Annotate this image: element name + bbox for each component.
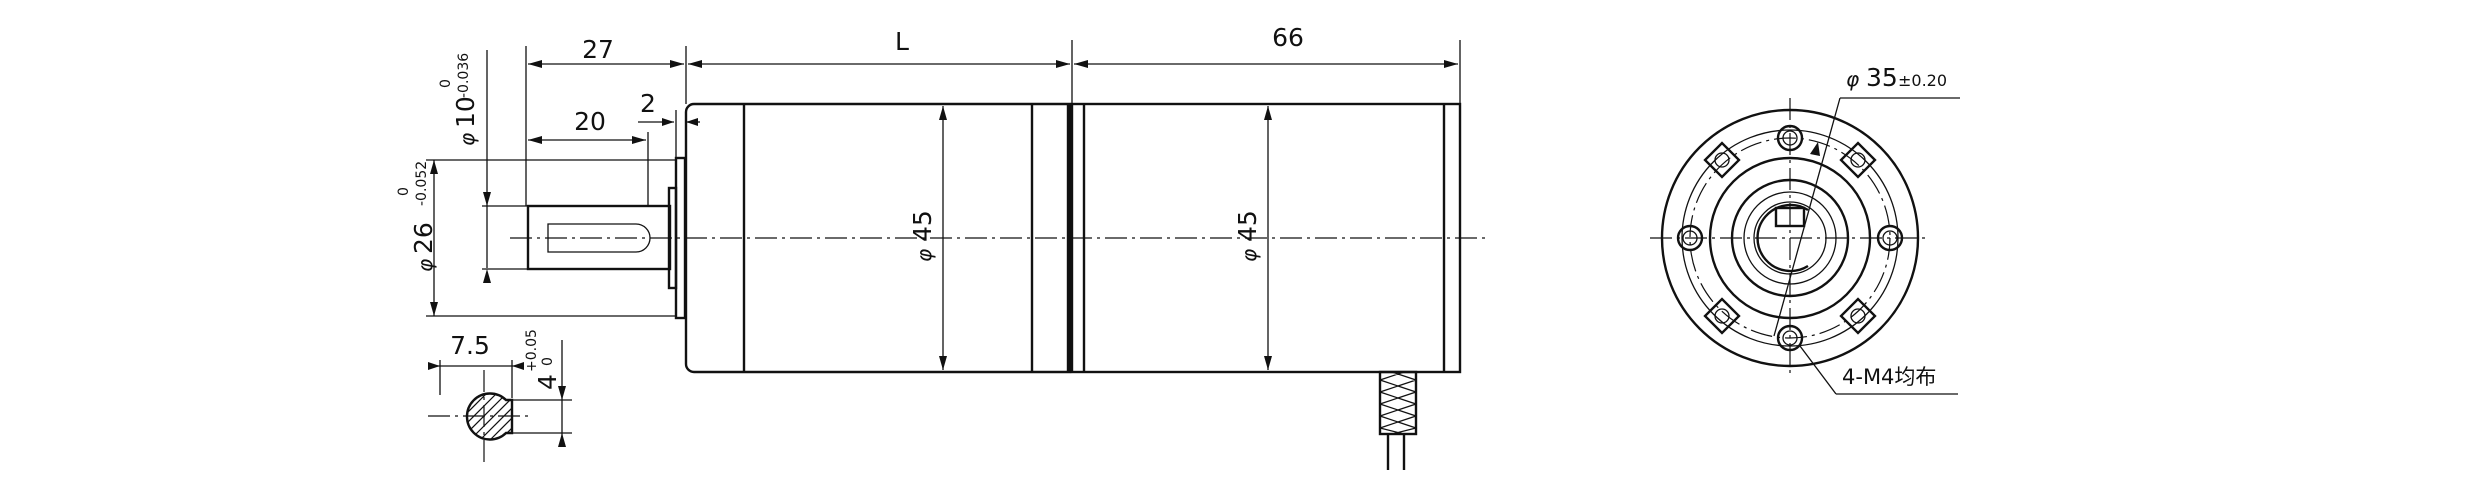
screw-heads — [1703, 141, 1877, 335]
dim-gearbox-length: 66 — [1074, 23, 1461, 104]
dim-pitch-circle-symbol: φ — [1846, 67, 1859, 91]
dim-pitch-circle: φ 35 ±0.20 — [1773, 63, 1960, 337]
section-hatching — [466, 393, 512, 440]
dim-shaft-diameter: φ 10 0 -0.036 — [438, 50, 528, 283]
dim-holes-note: 4-M4均布 — [1799, 345, 1958, 395]
dim-shaft-diameter-tol-upper: 0 — [438, 79, 454, 88]
dim-key-depth-tol-lower: 0 — [540, 357, 556, 366]
dim-flat-length-label: 20 — [574, 107, 606, 136]
mounting-holes — [1676, 124, 1904, 352]
dim-flat-length: 20 — [528, 107, 649, 206]
dim-boss-length: 2 — [638, 89, 700, 188]
dim-shaft-length: 27 — [525, 35, 687, 206]
gearbox-body — [684, 102, 1072, 374]
shaft-section-view: 7.5 4 +0.05 0 — [428, 329, 572, 464]
dim-boss-diameter-tol-lower: -0.052 — [414, 161, 430, 206]
end-shaft-key — [1774, 206, 1806, 228]
dim-boss-diameter-value: 26 — [409, 222, 438, 254]
end-shaft-outline — [1756, 203, 1809, 273]
dim-key-depth-value: 4 — [533, 374, 562, 390]
dim-shaft-length-label: 27 — [582, 35, 614, 64]
side-view: 27 L 66 20 — [396, 23, 1490, 470]
dim-boss-length-label: 2 — [640, 89, 656, 118]
motor-cable — [1378, 370, 1418, 470]
pitch-circle — [1689, 137, 1891, 339]
dim-pitch-circle-tol: ±0.20 — [1898, 71, 1947, 90]
dim-gearbox-length-label: 66 — [1272, 23, 1304, 52]
end-view: φ 35 ±0.20 4-M4均布 — [1650, 63, 1960, 395]
dim-shaft-diameter-symbol: φ — [455, 133, 479, 146]
dim-gearbox-diameter-value: 45 — [1233, 210, 1262, 242]
dim-motor-diameter-symbol: φ — [912, 249, 936, 262]
dim-key-depth: 4 +0.05 0 — [512, 329, 572, 447]
dim-boss-diameter-symbol: φ — [413, 259, 437, 272]
dim-gearbox-diameter-symbol: φ — [1237, 249, 1261, 262]
dim-pitch-circle-value: 35 — [1866, 63, 1898, 92]
outer-housing-circle — [1660, 108, 1920, 368]
dim-key-width: 7.5 — [428, 331, 524, 398]
dim-body-length-label: L — [895, 27, 909, 56]
dim-body-length: L — [688, 27, 1073, 104]
motor-body — [1070, 102, 1462, 374]
dim-shaft-diameter-tol-lower: -0.036 — [456, 53, 472, 98]
dim-gearbox-diameter: φ 45 — [1233, 106, 1272, 370]
dim-holes-note-label: 4-M4均布 — [1842, 365, 1936, 389]
dim-key-width-label: 7.5 — [450, 331, 490, 360]
dim-shaft-diameter-value: 10 — [451, 96, 480, 128]
dim-motor-diameter: φ 45 — [908, 106, 947, 370]
dim-motor-diameter-value: 45 — [908, 210, 937, 242]
dim-boss-diameter-tol-upper: 0 — [396, 187, 412, 196]
dim-key-depth-tol-upper: +0.05 — [524, 329, 540, 372]
dim-boss-diameter: φ 26 0 -0.052 — [396, 159, 676, 317]
